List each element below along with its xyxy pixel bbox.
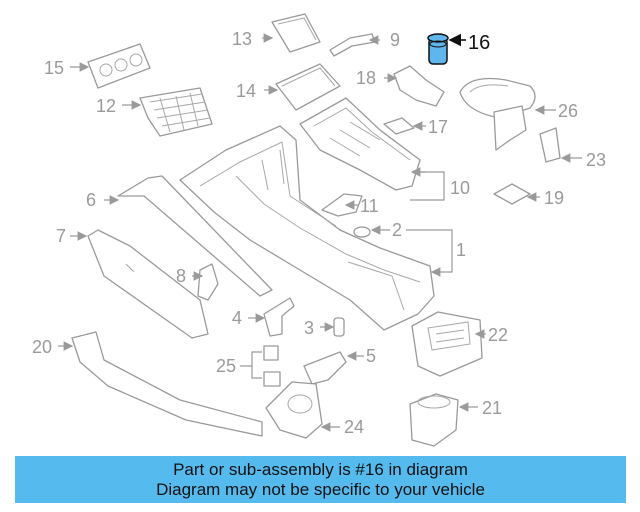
part-11 xyxy=(321,193,363,217)
callout-2: 2 xyxy=(392,220,402,240)
part-2 xyxy=(353,226,371,238)
callout-24: 24 xyxy=(344,417,364,437)
callout-23: 23 xyxy=(586,150,606,170)
part-7 xyxy=(87,229,209,339)
callout-20: 20 xyxy=(32,337,52,357)
part-15 xyxy=(87,43,151,89)
callout-26: 26 xyxy=(558,101,578,121)
callout-25: 25 xyxy=(216,356,236,376)
part-10 xyxy=(299,97,421,191)
callout-8: 8 xyxy=(176,266,186,286)
part-16-cup-holder xyxy=(427,33,449,65)
callout-15: 15 xyxy=(44,58,64,78)
part-4 xyxy=(263,297,295,337)
part-17 xyxy=(383,117,415,135)
part-19 xyxy=(493,183,531,205)
callout-22: 22 xyxy=(488,325,508,345)
callout-13: 13 xyxy=(232,29,252,49)
callout-16: 16 xyxy=(468,32,490,54)
part-5 xyxy=(303,351,347,385)
callout-18: 18 xyxy=(356,68,376,88)
part-14 xyxy=(275,63,341,111)
callout-14: 14 xyxy=(236,81,256,101)
part-6 xyxy=(117,175,273,297)
callout-5: 5 xyxy=(366,346,376,366)
part-18 xyxy=(393,65,445,107)
part-25 xyxy=(263,345,281,387)
callout-11: 11 xyxy=(360,196,379,216)
callout-9: 9 xyxy=(390,30,400,50)
callout-4: 4 xyxy=(232,308,242,328)
callout-19: 19 xyxy=(544,188,564,208)
banner-line-2: Diagram may not be specific to your vehi… xyxy=(156,480,485,499)
callout-17: 17 xyxy=(428,117,448,137)
part-1-console xyxy=(179,125,435,331)
part-20 xyxy=(71,331,263,437)
callout-7: 7 xyxy=(56,226,66,246)
info-banner: Part or sub-assembly is #16 in diagram D… xyxy=(15,456,626,503)
part-8 xyxy=(197,263,219,301)
banner-line-1: Part or sub-assembly is #16 in diagram xyxy=(173,460,468,479)
callout-12: 12 xyxy=(96,96,116,116)
part-12 xyxy=(139,87,213,137)
callout-1: 1 xyxy=(456,240,466,260)
callout-21: 21 xyxy=(482,398,502,418)
part-3 xyxy=(333,317,345,337)
callout-3: 3 xyxy=(304,318,314,338)
part-21 xyxy=(409,393,459,447)
part-26 xyxy=(459,77,536,151)
part-9 xyxy=(329,33,376,57)
part-13 xyxy=(271,13,321,53)
part-23 xyxy=(539,127,561,163)
part-24 xyxy=(265,381,323,439)
callout-10: 10 xyxy=(450,178,470,198)
callout-6: 6 xyxy=(86,190,96,210)
part-22 xyxy=(411,311,483,377)
